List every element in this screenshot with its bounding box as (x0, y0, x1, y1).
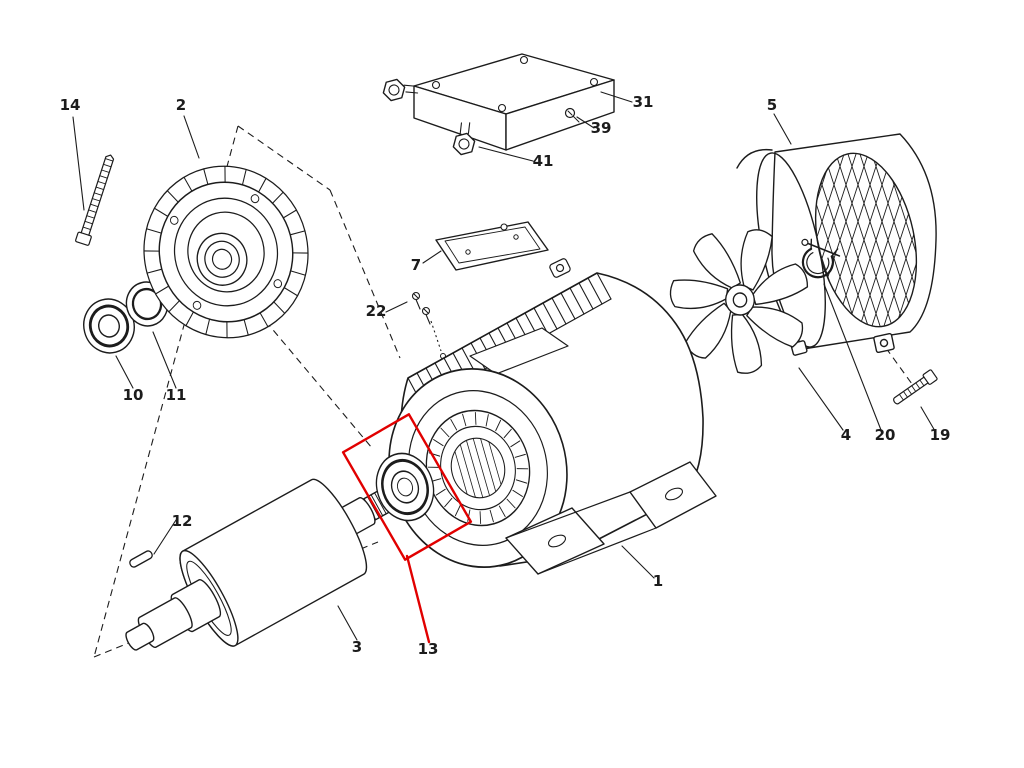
part-4-fan (669, 229, 809, 374)
callout-5: 5 (767, 96, 777, 114)
rear-foot (629, 461, 717, 529)
callout-22: 22 (366, 302, 387, 320)
callout-3: 3 (352, 638, 362, 656)
terminal-pad (469, 327, 569, 375)
part-10-bearing (83, 298, 135, 354)
cover-perforation-grid (800, 147, 932, 333)
cable-gland-upper (382, 78, 419, 102)
clamp-screw-head (801, 238, 809, 246)
callout-1: 1 (653, 572, 663, 590)
part-14-bolt (75, 154, 115, 246)
callout-2: 2 (176, 96, 186, 114)
part-5-fan-cover (736, 133, 937, 356)
part-41-cable-gland (452, 122, 476, 156)
callout-39: 39 (591, 119, 612, 137)
callout-19: 19 (930, 426, 951, 444)
leader-lines (72, 91, 936, 641)
highlight-leader (405, 554, 431, 644)
part-31-terminal-box (382, 53, 615, 151)
cable-squiggle (736, 148, 773, 169)
part-19-bolt (893, 369, 938, 405)
cover-mount-tab (873, 332, 895, 354)
callout-20: 20 (875, 426, 896, 444)
callout-10: 10 (123, 386, 144, 404)
callout-13: 13 (418, 640, 439, 658)
callout-4: 4 (841, 426, 851, 444)
part-20-clamp (801, 238, 841, 279)
callout-41: 41 (533, 152, 554, 170)
part-2-end-shield (143, 165, 309, 339)
part-13-bearing (375, 452, 435, 522)
plate-screw (500, 223, 508, 231)
highlight-box (341, 413, 473, 644)
lifting-lug (549, 258, 571, 278)
front-foot (505, 507, 605, 575)
end-shield-fins (143, 165, 309, 339)
callout-7: 7 (411, 256, 421, 274)
fan-hub (725, 284, 755, 316)
part-12-key (129, 550, 153, 568)
part-1-motor-housing (388, 258, 717, 575)
callout-11: 11 (166, 386, 187, 404)
callout-14: 14 (60, 96, 81, 114)
part-7-cover-plate (435, 221, 549, 271)
part-39-screw (564, 107, 580, 123)
bearing-seat (196, 232, 248, 286)
callout-31: 31 (633, 93, 654, 111)
callout-12: 12 (172, 512, 193, 530)
part-22-screws (411, 291, 431, 325)
callout-labels: 14 2 10 11 12 3 13 22 7 41 31 39 1 4 20 … (60, 93, 951, 658)
